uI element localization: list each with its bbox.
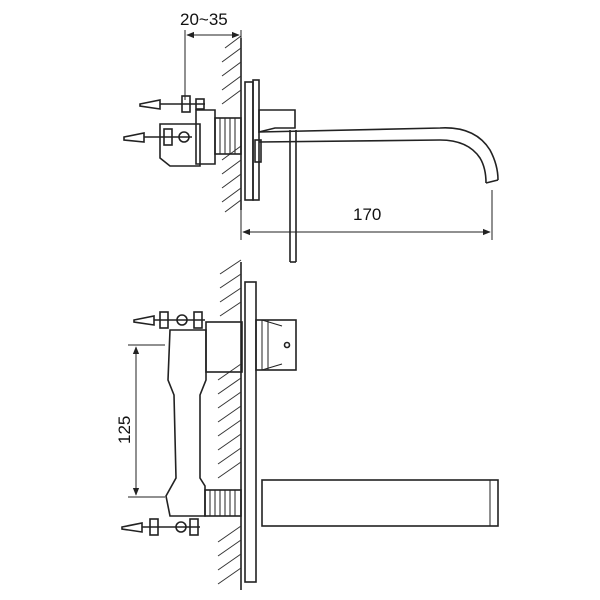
front-bolt-lower	[121, 518, 200, 536]
spout-front	[261, 479, 499, 527]
valve-body-side	[159, 109, 242, 167]
spout-side	[258, 127, 499, 184]
handle-front	[255, 319, 297, 371]
dimension-inlet-spacing: 125	[115, 344, 165, 498]
front-bolt-upper	[133, 311, 205, 329]
side-view: 20~35	[123, 10, 499, 263]
dimension-spout-length: 170	[240, 190, 493, 240]
mounting-bolt-lower	[123, 128, 192, 146]
inlet-spacing-label: 125	[115, 416, 134, 444]
front-view: 125	[115, 259, 499, 590]
depth-range-label: 20~35	[180, 10, 228, 29]
wall-hatching-bottom	[217, 259, 242, 590]
spout-length-label: 170	[353, 205, 381, 224]
dimension-depth: 20~35	[180, 10, 242, 100]
valve-body-front	[165, 321, 243, 517]
mounting-bolt-upper	[139, 95, 205, 113]
wall-plate-front	[244, 281, 257, 583]
wall-plate-side	[244, 79, 297, 263]
